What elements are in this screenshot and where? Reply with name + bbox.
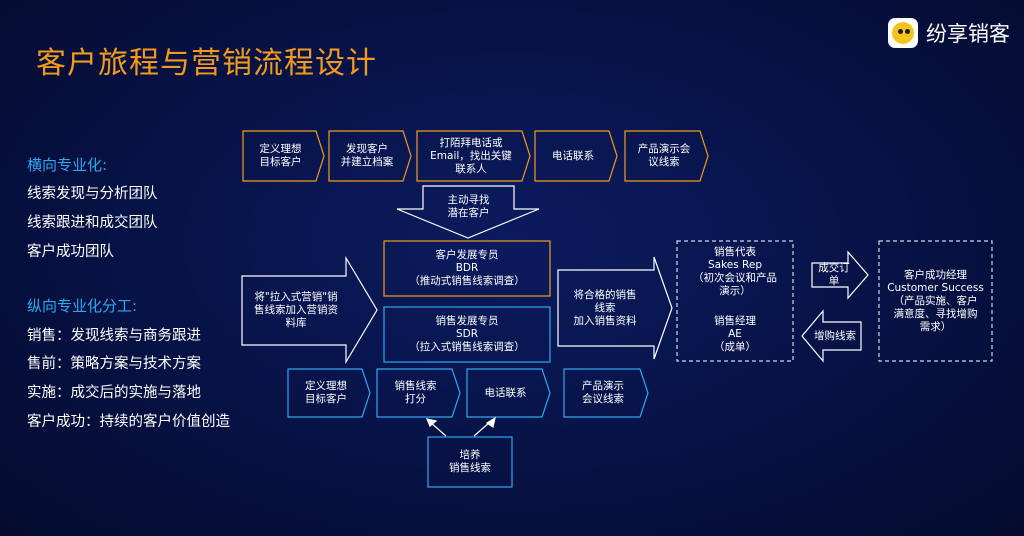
down-arrow-shape bbox=[396, 185, 540, 239]
middle-arrow-shape bbox=[557, 256, 673, 360]
bottom-flow-shape-4 bbox=[563, 368, 649, 418]
nurture-down-arrow bbox=[473, 421, 491, 437]
sdr-box-shape bbox=[383, 306, 551, 363]
top-flow-label: 发现客户 并建立档案 bbox=[340, 143, 394, 168]
cs-box-label: 客户成功经理 Customer Success （产品实施、客户 满意度、寻找增… bbox=[887, 268, 984, 333]
deal-arrow-shape bbox=[811, 250, 869, 300]
top-flow-shape-4 bbox=[534, 130, 618, 182]
slide-title: 客户旅程与营销流程设计 bbox=[36, 46, 377, 81]
vertical-heading: 纵向专业化分工: bbox=[27, 297, 138, 315]
sales-box-shape bbox=[676, 240, 794, 362]
bottom-flow-label: 定义理想 目标客户 bbox=[305, 380, 347, 405]
nurture-box-label: 培养 销售线索 bbox=[449, 449, 491, 474]
horizontal-item: 线索跟进和成交团队 bbox=[27, 215, 158, 231]
brand: 纷享销客 bbox=[888, 18, 1010, 48]
left-big-arrow-shape bbox=[241, 255, 378, 365]
vertical-item: 客户成功：持续的客户价值创造 bbox=[27, 414, 230, 430]
bottom-flow-label: 销售线索 打分 bbox=[394, 380, 437, 405]
horizontal-item: 客户成功团队 bbox=[27, 244, 114, 260]
horizontal-heading: 横向专业化: bbox=[27, 156, 108, 174]
bottom-flow-label: 电话联系 bbox=[484, 386, 527, 399]
upsell-arrow-label: 增购线索 bbox=[814, 329, 856, 342]
top-flow-shape-1 bbox=[242, 130, 325, 182]
horizontal-item: 线索发现与分析团队 bbox=[27, 186, 158, 202]
bottom-flow-label: 产品演示 会议线索 bbox=[582, 380, 624, 405]
bottom-flow-shape-3 bbox=[466, 368, 551, 418]
left-big-arrow-label: 将"拉入式营销"销 售线索加入营销资 料库 bbox=[254, 291, 338, 329]
bdr-box-label: 客户发展专员 BDR （推动式销售线索调查） bbox=[409, 249, 525, 287]
top-flow-shape-5 bbox=[624, 130, 709, 182]
sdr-box-label: 销售发展专员 SDR （拉入式销售线索调查） bbox=[409, 315, 525, 353]
bottom-flow-shape-2 bbox=[376, 368, 461, 418]
vertical-item: 售前：策略方案与技术方案 bbox=[27, 356, 201, 372]
deal-arrow-label: 成交订 单 bbox=[818, 262, 850, 287]
sales-rep-label: 销售代表 Sakes Rep （初次会议和产品 演示） bbox=[693, 246, 777, 297]
sales-ae-label: 销售经理 AE （成单） bbox=[714, 314, 756, 353]
brand-name: 纷享销客 bbox=[926, 22, 1010, 46]
down-arrow-label: 主动寻找 潜在客户 bbox=[447, 194, 490, 219]
top-flow-label: 产品演示会 议线索 bbox=[637, 143, 691, 168]
top-flow-label: 打陌拜电话或 Email，找出关键 联系人 bbox=[430, 136, 512, 175]
nurture-box-shape bbox=[427, 436, 513, 488]
cs-box-shape bbox=[878, 240, 993, 362]
middle-arrow-label: 将合格的销售 线索 加入销售资料 bbox=[573, 288, 637, 327]
top-flow-label: 电话联系 bbox=[552, 149, 594, 162]
top-flow-label: 定义理想 目标客户 bbox=[259, 143, 302, 168]
top-flow-shape-2 bbox=[328, 130, 412, 182]
bdr-box-shape bbox=[383, 240, 551, 297]
bottom-flow-shape-1 bbox=[287, 368, 371, 418]
upsell-arrow-shape bbox=[801, 309, 862, 363]
vertical-item: 销售：发现线索与商务跟进 bbox=[27, 328, 201, 344]
smiley-face-logo-icon bbox=[888, 18, 918, 48]
top-flow-shape-3 bbox=[416, 130, 531, 182]
vertical-item: 实施：成交后的实施与落地 bbox=[27, 385, 201, 401]
